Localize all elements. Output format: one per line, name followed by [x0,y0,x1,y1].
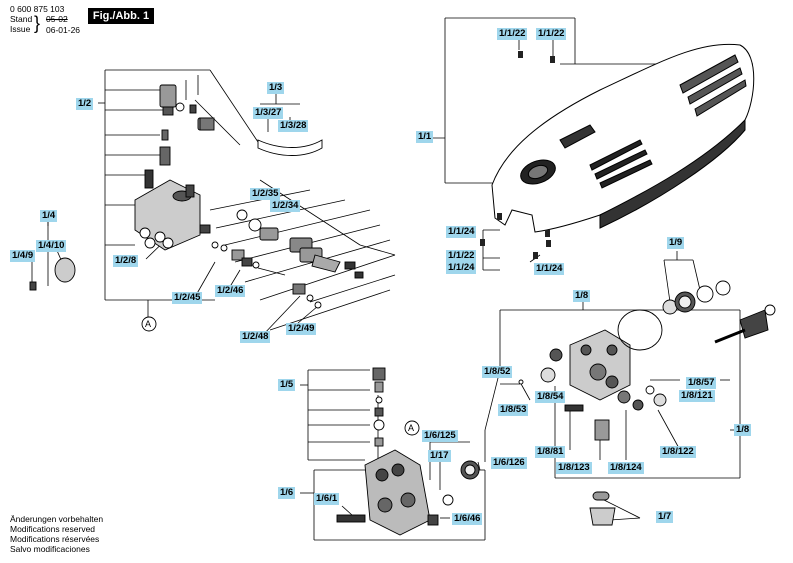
part-label: 1/2/8 [113,255,139,267]
part-label: 1/3/28 [278,120,309,132]
part-label: 1/3/27 [253,107,284,119]
pump-body [336,367,480,536]
part-label: 1/6/125 [422,430,458,442]
doc-number: 0 600 875 103 [10,4,65,14]
part-label: 1/1 [416,131,434,143]
note-line: Modifications reserved [10,524,96,534]
part-label: 1/8/123 [556,462,592,474]
part-label: 1/6/46 [452,513,483,525]
part-label: 1/7 [656,511,674,523]
issue-date: 06-01-26 [46,25,81,35]
brace: } [34,13,41,33]
note-line: Modifications réservées [10,534,100,544]
part-label: 1/2/48 [240,331,271,343]
part-label: 1/8 [734,424,752,436]
note-line: Salvo modificaciones [10,544,90,554]
part-label: 1/5 [278,379,296,391]
part-label: 1/1/24 [446,262,477,274]
part-label: 1/1/22 [497,28,528,40]
part-label: 1/2/45 [172,292,203,304]
pump-head [518,280,776,526]
part-label: 1/4/9 [10,250,36,262]
part-label: 1/3 [267,82,285,94]
part-label: 1/8/124 [608,462,644,474]
callout-a-label: A [408,423,415,433]
issue-label: Issue [10,24,31,34]
part-label: 1/17 [428,450,451,462]
figure-label: Fig./Abb. 1 [88,8,154,24]
part-label: 1/4/10 [36,240,67,252]
part-label: 1/8/121 [679,390,715,402]
part-label: 1/2/35 [250,188,281,200]
callout-a-bottom-left [141,316,157,332]
part-label: 1/6/1 [314,493,340,505]
part-label: 1/1/22 [446,250,477,262]
stand-label: Stand [10,14,33,24]
part-label: 1/8/52 [482,366,513,378]
part-label: 1/4 [40,210,58,222]
unloader-parts [29,84,364,309]
part-label: 1/1/24 [534,263,565,275]
part-label: 1/8/81 [535,446,566,458]
part-label: 1/8/57 [686,377,717,389]
housing-screws [480,51,555,259]
note-line: Änderungen vorbehalten [10,514,104,524]
notes: Änderungen vorbehalten Modifications res… [10,514,103,554]
stand-date: 05-02 [46,14,68,24]
part-label: 1/1/24 [446,226,477,238]
part-label: 1/1/22 [536,28,567,40]
part-label: 1/2/49 [286,323,317,335]
part-label: 1/2 [76,98,94,110]
part-label: 1/8 [573,290,591,302]
part-label: 1/8/122 [660,446,696,458]
part-label: 1/6 [278,487,296,499]
part-label: 1/2/34 [270,200,301,212]
part-label: 1/8/54 [535,391,566,403]
callout-a-middle [404,420,420,436]
callout-a-label: A [145,319,152,329]
housing-cover [491,43,755,233]
part-label: 1/2/46 [215,285,246,297]
part-label: 1/6/126 [491,457,527,469]
part-label: 1/8/53 [498,404,529,416]
part-label: 1/9 [667,237,685,249]
